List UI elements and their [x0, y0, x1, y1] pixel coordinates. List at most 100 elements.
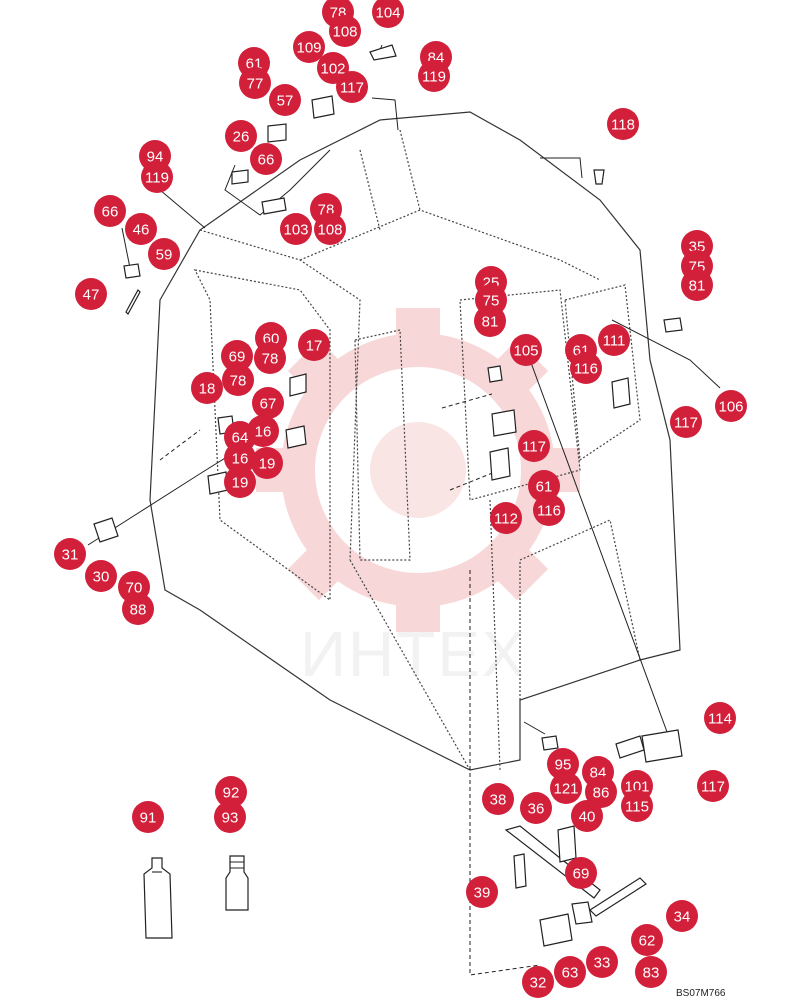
callout-81: 81: [681, 269, 713, 301]
callout-label: 69: [229, 349, 246, 366]
callout-badge: [221, 340, 253, 372]
callout-label: 117: [701, 779, 725, 796]
callout-badge: [75, 278, 107, 310]
callout-117: 117: [697, 770, 729, 802]
callout-114: 114: [704, 702, 736, 734]
latch-part-112: [489, 447, 511, 481]
callout-badge: [607, 108, 639, 140]
callout-label: 47: [83, 287, 100, 304]
bracket-part-108: [491, 409, 517, 437]
callout-label: 117: [522, 439, 546, 456]
callout-badge: [215, 776, 247, 808]
callout-label: 118: [611, 117, 635, 134]
callout-66: 66: [250, 143, 282, 175]
callout-label: 116: [537, 503, 561, 520]
callout-badge: [518, 430, 550, 462]
callout-badge: [474, 305, 506, 337]
callout-117: 117: [518, 430, 550, 462]
callout-92: 92: [215, 776, 247, 808]
latch-part-105: [487, 365, 503, 383]
callout-label: 34: [674, 909, 691, 926]
bracket-part-26: [231, 169, 249, 185]
callout-93: 93: [214, 801, 246, 833]
callout-label: 103: [283, 222, 308, 239]
callout-69: 69: [221, 340, 253, 372]
callout-label: 111: [603, 333, 626, 350]
callout-badge: [372, 0, 404, 28]
callout-label: 109: [296, 40, 321, 57]
callout-label: 78: [262, 351, 279, 368]
callout-16: 16: [224, 442, 256, 474]
callout-118: 118: [607, 108, 639, 140]
watermark-text: ИНТЕХ: [300, 618, 527, 690]
catch-part-75: [663, 317, 683, 333]
callout-badge: [681, 269, 713, 301]
callout-36: 36: [520, 792, 552, 824]
lever-part-34: [589, 877, 647, 917]
callout-label: 16: [232, 451, 249, 468]
callout-label: 33: [594, 955, 611, 972]
callout-69: 69: [565, 857, 597, 889]
callout-badge: [715, 390, 747, 422]
rod-part-47: [125, 289, 141, 315]
callout-badge: [122, 593, 154, 625]
callout-46: 46: [125, 213, 157, 245]
callout-86: 86: [585, 776, 617, 808]
bottle-91: [143, 857, 173, 939]
callout-badge: [466, 876, 498, 908]
callout-label: 67: [260, 396, 277, 413]
callout-label: 16: [255, 424, 272, 441]
callout-95: 95: [547, 748, 579, 780]
callout-91: 91: [132, 801, 164, 833]
callout-label: 40: [579, 809, 596, 826]
callout-badge: [670, 406, 702, 438]
callout-label: 92: [223, 785, 240, 802]
callout-label: 95: [555, 757, 572, 774]
plate-part-114: [641, 729, 683, 763]
callout-63: 63: [554, 956, 586, 988]
callout-label: 88: [130, 602, 147, 619]
callout-38: 38: [482, 783, 514, 815]
callout-badge: [225, 120, 257, 152]
callout-badge: [598, 324, 630, 356]
callout-badge: [247, 415, 279, 447]
callout-117: 117: [670, 406, 702, 438]
callout-badge: [621, 790, 653, 822]
callout-47: 47: [75, 278, 107, 310]
callout-19: 19: [224, 466, 256, 498]
callout-badge: [269, 84, 301, 116]
callout-badge: [54, 538, 86, 570]
callout-label: 32: [530, 975, 547, 992]
callout-label: 70: [126, 580, 143, 597]
callout-label: 17: [306, 338, 323, 355]
callout-badge: [252, 387, 284, 419]
plate-part-39: [513, 853, 527, 889]
callout-108: 108: [314, 213, 346, 245]
callout-badge: [85, 560, 117, 592]
callout-40: 40: [571, 800, 603, 832]
callout-77: 77: [239, 67, 271, 99]
bracket-part-40: [557, 825, 577, 863]
callout-30: 30: [85, 560, 117, 592]
callout-62: 62: [631, 924, 663, 956]
callout-badge: [191, 372, 223, 404]
callout-105: 105: [510, 334, 542, 366]
callout-67: 67: [252, 387, 284, 419]
handle-part-31: [93, 517, 119, 543]
callout-label: 59: [156, 247, 173, 264]
callout-badge: [254, 342, 286, 374]
callout-badge: [482, 783, 514, 815]
callout-label: 63: [562, 965, 579, 982]
callout-label: 75: [483, 293, 500, 310]
callout-121: 121: [550, 772, 582, 804]
bracket-part-16: [285, 425, 307, 449]
callout-33: 33: [586, 946, 618, 978]
callout-badge: [571, 800, 603, 832]
callout-badge: [510, 334, 542, 366]
callout-label: 19: [259, 456, 276, 473]
callout-label: 18: [199, 381, 216, 398]
callout-116: 116: [570, 352, 602, 384]
callout-badge: [251, 447, 283, 479]
callout-badge: [336, 71, 368, 103]
drawing-code: BS07M766: [676, 988, 726, 999]
